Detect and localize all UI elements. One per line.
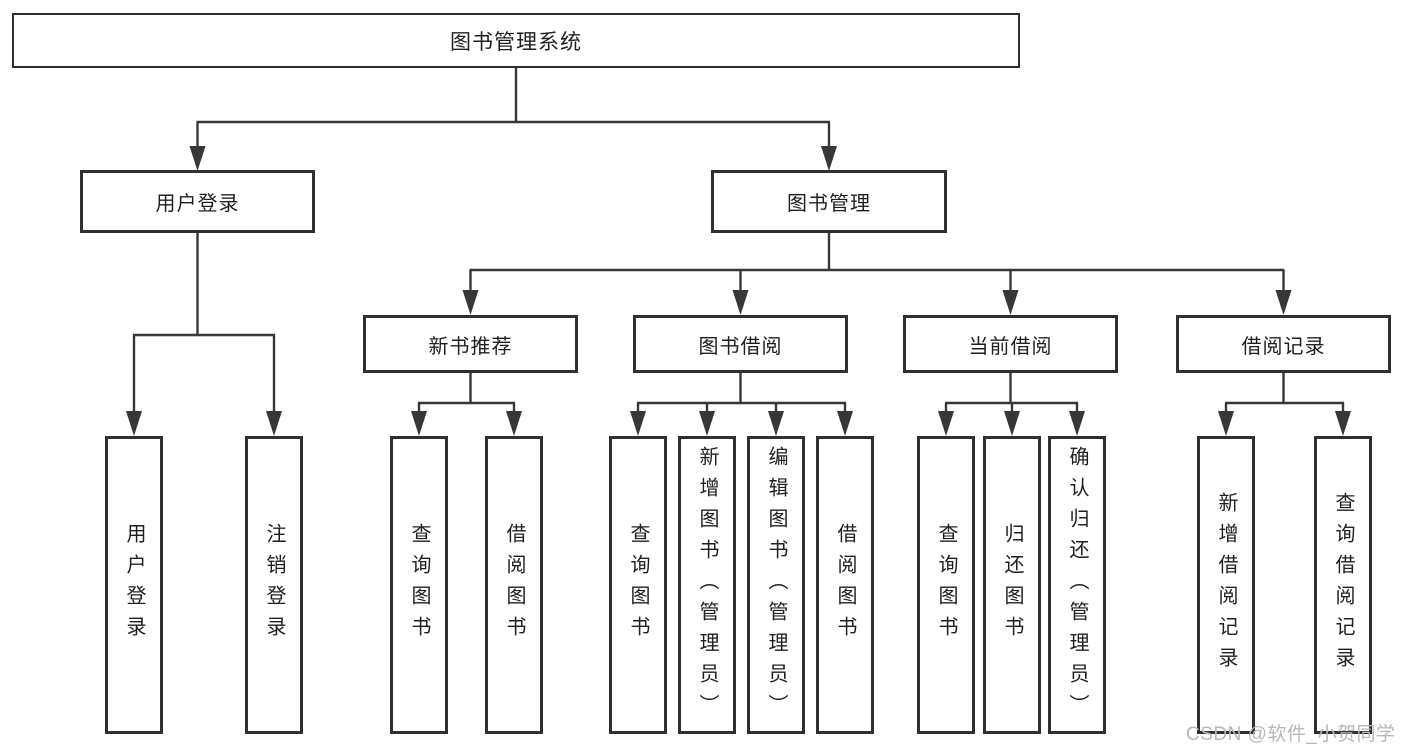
- leaf-label: 用户登录: [123, 523, 145, 647]
- leaf-edit-books-admin: 编辑图书（管理员）: [747, 436, 805, 734]
- leaf-add-borrow-record: 新增借阅记录: [1197, 436, 1255, 734]
- leaf-query-books-current: 查询图书: [917, 436, 975, 734]
- node-new-book-recommend: 新书推荐: [363, 315, 578, 373]
- leaf-label: 确认归还（管理员）: [1066, 445, 1088, 725]
- node-book-borrow: 图书借阅: [633, 315, 848, 373]
- leaf-query-borrow-record: 查询借阅记录: [1314, 436, 1372, 734]
- leaf-label: 借阅图书: [834, 523, 856, 647]
- leaf-label: 借阅图书: [503, 523, 525, 647]
- leaf-borrow-books-newbooks: 借阅图书: [485, 436, 543, 734]
- connector-bookmgmt-to-level3: [462, 233, 1292, 315]
- connector-bookborrow-to-leaves: [630, 373, 853, 436]
- leaf-label: 查询借阅记录: [1332, 492, 1354, 678]
- leaf-label: 查询图书: [627, 523, 649, 647]
- node-book-management: 图书管理: [711, 170, 947, 233]
- connector-userlogin-to-leaves: [126, 233, 282, 436]
- leaf-add-books-admin: 新增图书（管理员）: [678, 436, 736, 734]
- leaf-query-books-newbooks: 查询图书: [390, 436, 448, 734]
- node-root-library-system: 图书管理系统: [12, 13, 1020, 68]
- watermark: CSDN @软件_小贺同学: [1186, 724, 1396, 745]
- leaf-label: 新增图书（管理员）: [696, 445, 718, 725]
- connector-currentborrow-to-leaves: [938, 373, 1085, 436]
- leaf-label: 注销登录: [263, 523, 285, 647]
- leaf-confirm-return-admin: 确认归还（管理员）: [1048, 436, 1106, 734]
- node-user-login: 用户登录: [80, 170, 315, 233]
- leaf-label: 查询图书: [408, 523, 430, 647]
- leaf-logout: 注销登录: [245, 436, 303, 734]
- connector-newbooks-to-leaves: [411, 373, 522, 436]
- leaf-query-books-borrow: 查询图书: [609, 436, 667, 734]
- leaf-label: 编辑图书（管理员）: [765, 445, 787, 725]
- leaf-label: 查询图书: [935, 523, 957, 647]
- node-current-borrow: 当前借阅: [903, 315, 1118, 373]
- leaf-return-books: 归还图书: [983, 436, 1041, 734]
- leaf-label: 新增借阅记录: [1215, 492, 1237, 678]
- connector-root-to-level2: [189, 67, 837, 171]
- connector-borrowrecords-to-leaves: [1218, 373, 1351, 436]
- leaf-user-login: 用户登录: [105, 436, 163, 734]
- node-borrow-records: 借阅记录: [1176, 315, 1391, 373]
- leaf-borrow-books: 借阅图书: [816, 436, 874, 734]
- leaf-label: 归还图书: [1001, 523, 1023, 647]
